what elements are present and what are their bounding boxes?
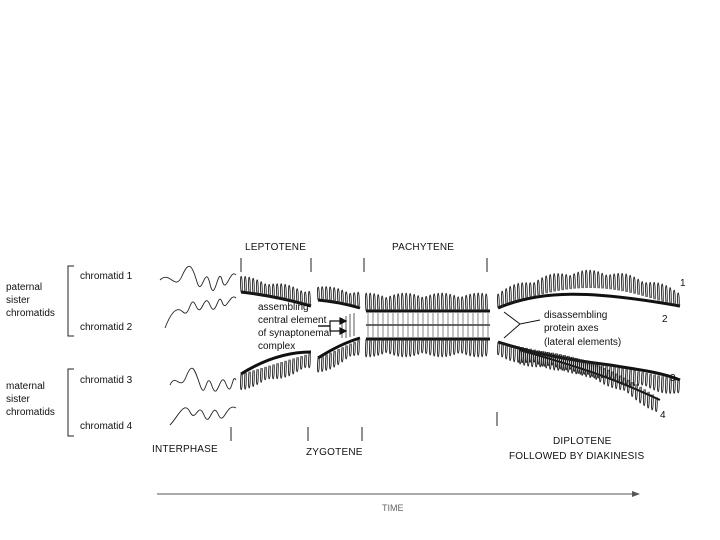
maternal-label-line: maternal [6, 381, 45, 392]
stage-label-leptotene: LEPTOTENE [245, 242, 306, 253]
disassembling-line: (lateral elements) [544, 337, 621, 348]
chromatid-number-2: 2 [662, 314, 668, 325]
time-axis-label: TIME [382, 503, 404, 513]
time-axis-arrowhead [632, 491, 640, 497]
chromatid-number-4: 4 [660, 410, 666, 421]
disassembling-line: disassembling [544, 310, 607, 321]
chromatid-label-2: chromatid 2 [80, 322, 133, 333]
disassembling-line: protein axes [544, 323, 598, 334]
chromatid-label-4: chromatid 4 [80, 421, 133, 432]
chromatid-number-1: 1 [680, 278, 686, 289]
stage-label-pachytene: PACHYTENE [392, 242, 454, 253]
maternal-bracket [68, 369, 74, 436]
stage-label-diplotene: DIPLOTENE [553, 436, 612, 447]
chromatid-label-3: chromatid 3 [80, 375, 133, 386]
paternal-label-line: sister [6, 295, 31, 306]
stage-label-interphase: INTERPHASE [152, 444, 218, 455]
chromatid-label-1: chromatid 1 [80, 271, 133, 282]
paternal-label-line: paternal [6, 282, 42, 293]
pachytene-chromosomes [365, 293, 490, 357]
assembling-annotation: assembling central element of synaptonem… [258, 302, 334, 352]
assembling-line: central element [258, 315, 327, 326]
assembling-line: of synaptonemal [258, 328, 331, 339]
interphase-chromatids [160, 266, 236, 425]
paternal-bracket [68, 266, 74, 336]
disassembling-pointers [504, 312, 540, 338]
paternal-group-label: paternal sister chromatids [6, 282, 55, 319]
maternal-group-label: maternal sister chromatids [6, 381, 55, 418]
stage-label-diakinesis: FOLLOWED BY DIAKINESIS [509, 451, 644, 462]
chromatid-number-3: 3 [670, 373, 676, 384]
paternal-label-line: chromatids [6, 308, 55, 319]
assembling-line: complex [258, 341, 295, 352]
maternal-label-line: sister [6, 394, 31, 405]
disassembling-annotation: disassembling protein axes (lateral elem… [544, 310, 621, 348]
maternal-label-line: chromatids [6, 407, 55, 418]
assembling-line: assembling [258, 302, 309, 313]
stage-label-zygotene: ZYGOTENE [306, 447, 363, 458]
